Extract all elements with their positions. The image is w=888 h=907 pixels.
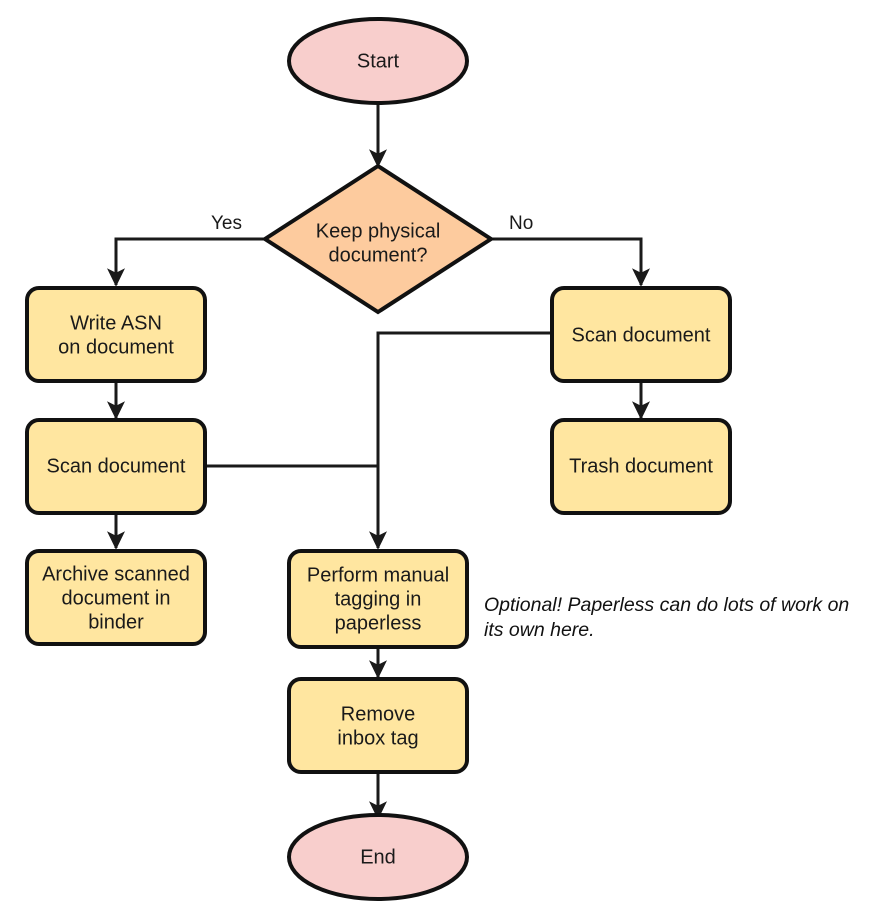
scan-right-label: Scan document	[572, 324, 711, 346]
node-scan-document-left[interactable]: Scan document	[25, 418, 207, 515]
node-perform-manual-tagging[interactable]: Perform manual tagging in paperless	[287, 549, 469, 649]
decision-diamond	[261, 163, 495, 315]
write-asn-label-line1: Write ASN	[70, 312, 162, 334]
remove-inbox-label-line1: Remove	[341, 703, 415, 725]
scan-left-label: Scan document	[47, 455, 186, 477]
trash-label: Trash document	[569, 455, 713, 477]
archive-label-line3: binder	[88, 611, 144, 633]
edge-scan-right-to-tagging	[369, 331, 552, 550]
scan-right-box	[550, 286, 732, 383]
write-asn-box	[25, 286, 207, 383]
node-decision-keep-physical-document[interactable]: Keep physical document?	[261, 163, 495, 315]
node-remove-inbox-tag[interactable]: Remove inbox tag	[287, 677, 469, 774]
end-ellipse	[287, 813, 469, 901]
decision-label-line2: document?	[329, 244, 428, 266]
edge-label-no: No	[509, 213, 533, 234]
decision-label-line1: Keep physical	[316, 220, 441, 242]
archive-box	[25, 549, 207, 646]
node-end[interactable]: End	[287, 813, 469, 901]
note-line2: its own here.	[484, 619, 595, 641]
end-label: End	[360, 846, 396, 868]
archive-label-line1: Archive scanned	[42, 563, 190, 585]
remove-inbox-box	[287, 677, 469, 774]
note-line1: Optional! Paperless can do lots of work …	[484, 594, 849, 616]
trash-box	[550, 418, 732, 515]
tagging-label-line1: Perform manual	[307, 564, 449, 586]
tagging-label-line3: paperless	[335, 612, 422, 634]
start-ellipse	[287, 17, 469, 105]
tagging-label-line2: tagging in	[335, 588, 422, 610]
edge-decision-yes-to-write-asn	[107, 237, 266, 287]
node-start[interactable]: Start	[287, 17, 469, 105]
node-scan-document-right[interactable]: Scan document	[550, 286, 732, 383]
scan-left-box	[25, 418, 207, 515]
annotation-note-optional: Optional! Paperless can do lots of work …	[484, 594, 849, 641]
edge-label-yes: Yes	[211, 213, 242, 234]
start-label: Start	[357, 50, 400, 72]
remove-inbox-label-line2: inbox tag	[337, 727, 418, 749]
archive-label-line2: document in	[62, 587, 171, 609]
edge-decision-no-to-scan-right	[490, 237, 650, 287]
node-write-asn[interactable]: Write ASN on document	[25, 286, 207, 383]
write-asn-label-line2: on document	[58, 336, 174, 358]
node-archive-scanned-document[interactable]: Archive scanned document in binder	[25, 549, 207, 646]
node-trash-document[interactable]: Trash document	[550, 418, 732, 515]
tagging-box	[287, 549, 469, 649]
